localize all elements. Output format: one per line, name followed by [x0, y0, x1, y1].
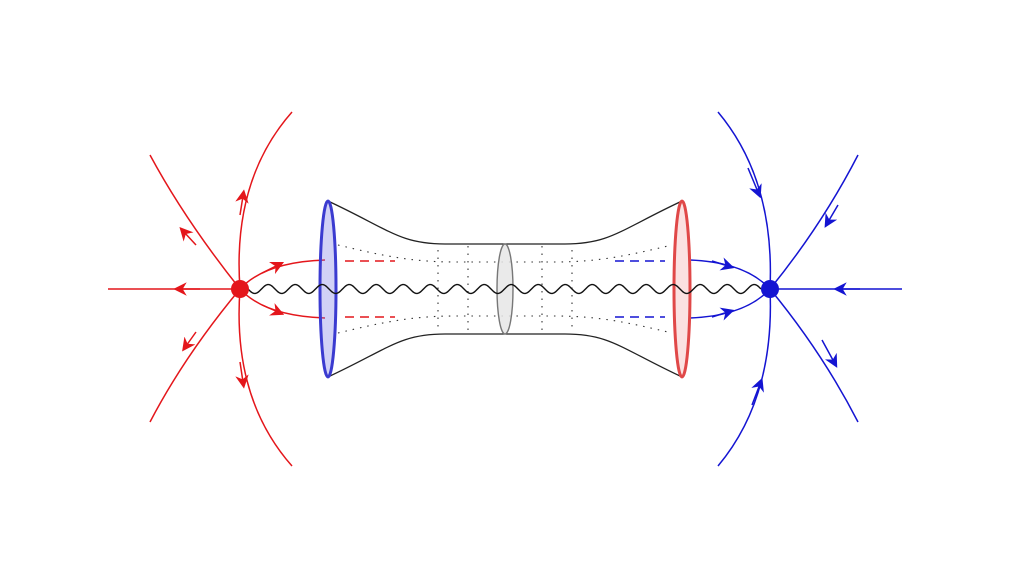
right-field-line-lower-curve: [717, 288, 772, 467]
right-field-arrow: [821, 339, 838, 368]
blue-point-charge: [761, 280, 779, 298]
right-field-arrow: [711, 257, 735, 271]
left-field-line-upper-diagonal: [149, 154, 241, 290]
left-field-arrow: [261, 303, 285, 316]
left-field-line-lower-diagonal: [149, 288, 241, 423]
left-field-line-into-wormhole-upper: [239, 259, 326, 290]
left-field-arrow: [182, 331, 197, 352]
wormhole-outline-top: [327, 200, 683, 245]
wormhole-outline-bottom: [327, 333, 683, 378]
right-field-arrow: [751, 377, 764, 406]
right-field-arrow: [711, 307, 735, 321]
left-field-arrow: [235, 189, 249, 216]
right-field-arrow: [824, 204, 839, 228]
left-field-arrow: [235, 361, 249, 389]
left-field-arrow: [179, 227, 197, 246]
wormhole-left-mouth: [318, 199, 338, 379]
right-field-line-out-wormhole-lower: [689, 288, 771, 319]
right-field-arrow: [747, 167, 762, 199]
left-field-arrow: [261, 261, 285, 275]
right-field-line-lower-diagonal: [769, 288, 859, 423]
wormhole-right-mouth: [672, 199, 692, 379]
right-field-line-upper-diagonal: [769, 154, 859, 290]
right-field-lines: [615, 111, 902, 467]
left-field-lines: [108, 111, 395, 467]
right-field-line-upper-curve: [717, 111, 772, 290]
wavy-string: [247, 283, 762, 295]
red-point-charge: [231, 280, 249, 298]
left-field-line-lower-curve: [238, 288, 293, 467]
left-field-line-upper-curve: [238, 111, 293, 290]
wormhole-tube: [318, 199, 692, 379]
